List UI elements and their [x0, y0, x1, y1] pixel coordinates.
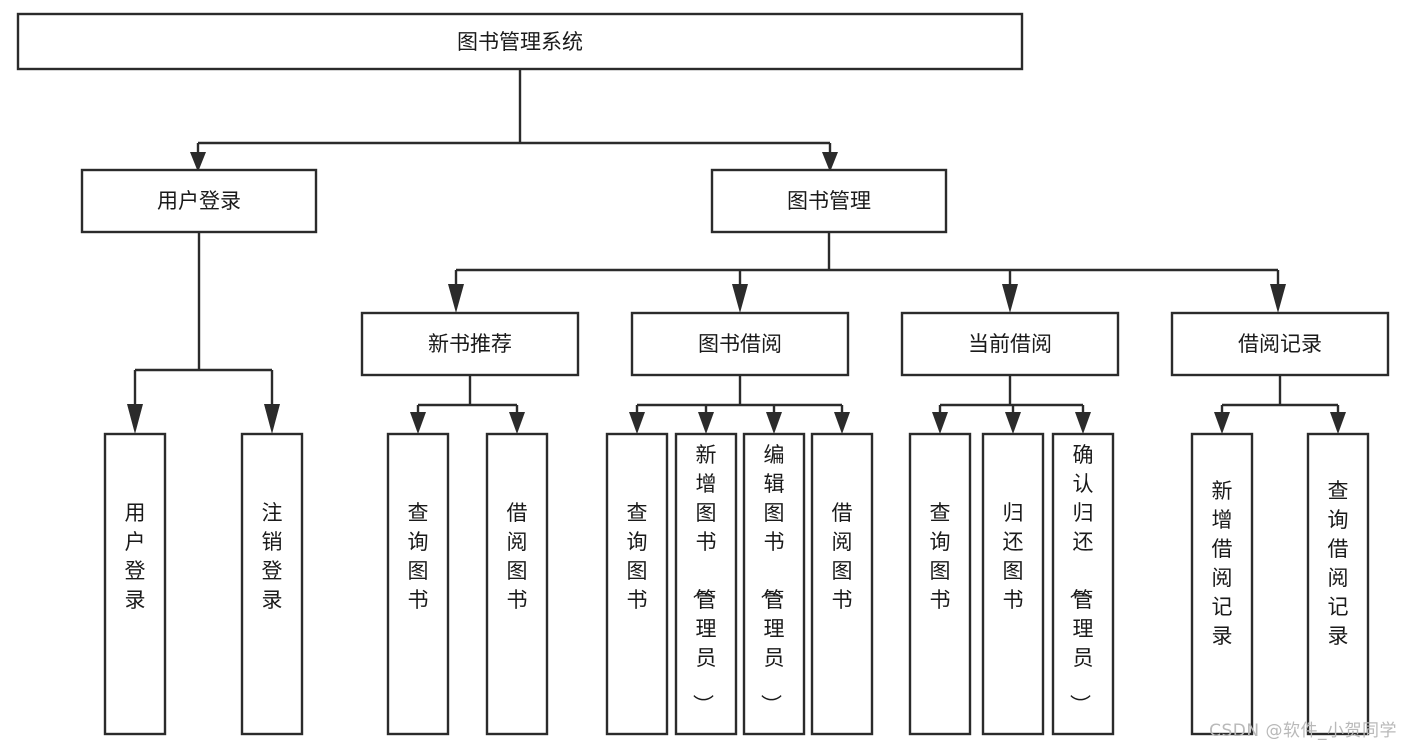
arrowhead-user-login — [190, 152, 206, 172]
node-leaf-logout-login-box[interactable] — [240, 432, 304, 736]
node-leaf-query-book-rec-label: 查询图书 — [408, 501, 429, 612]
node-leaf-confirm-return-label: 确认归还（管理员） — [1068, 443, 1094, 715]
arrowhead-leaf-borrow-book — [834, 412, 850, 434]
node-leaf-query-borrow-record-label: 查询借阅记录 — [1328, 479, 1349, 648]
node-leaf-borrow-book-rec[interactable]: 借阅图书 — [485, 432, 549, 736]
arrowhead-leaf-logout-login — [264, 404, 280, 434]
node-leaf-query-borrow-record-box[interactable] — [1306, 432, 1370, 736]
node-leaf-add-borrow-record[interactable]: 新增借阅记录 — [1190, 432, 1254, 736]
connector-book-borrow-to-leaves — [629, 375, 850, 434]
connector-new-book-recommend-to-leaves — [410, 375, 525, 434]
node-leaf-user-login-label: 用户登录 — [125, 501, 146, 612]
arrowhead-leaf-add-book — [698, 412, 714, 434]
node-borrow-record-label: 借阅记录 — [1238, 332, 1322, 356]
arrowhead-leaf-query-book-current — [932, 412, 948, 434]
csdn-watermark: CSDN @软件_小贺同学 — [1209, 721, 1397, 741]
node-leaf-return-book-box[interactable] — [981, 432, 1045, 736]
leaf-node-layer: 用户登录 注销登录 查询图书 借阅图书 查询图书 新增图书（管理员） — [103, 432, 1370, 736]
arrowhead-leaf-confirm-return — [1075, 412, 1091, 434]
node-leaf-query-book-rec[interactable]: 查询图书 — [386, 432, 450, 736]
node-leaf-edit-book-label: 编辑图书（管理员） — [759, 443, 785, 715]
node-new-book-recommend-box[interactable] — [360, 311, 580, 377]
node-leaf-borrow-book-rec-label: 借阅图书 — [507, 501, 528, 612]
node-leaf-add-book[interactable]: 新增图书（管理员） — [674, 432, 738, 736]
arrowhead-leaf-query-book-rec — [410, 412, 426, 434]
arrowhead-leaf-edit-book — [766, 412, 782, 434]
node-book-borrow-label: 图书借阅 — [698, 332, 782, 356]
node-new-book-recommend-label: 新书推荐 — [428, 332, 512, 356]
node-leaf-borrow-book-label: 借阅图书 — [832, 501, 853, 612]
node-leaf-confirm-return-box[interactable] — [1051, 432, 1115, 736]
node-leaf-add-book-label: 新增图书（管理员） — [691, 443, 717, 715]
arrowhead-leaf-add-borrow-record — [1214, 412, 1230, 434]
node-leaf-user-login[interactable]: 用户登录 — [103, 432, 167, 736]
node-borrow-record[interactable]: 借阅记录 — [1170, 311, 1390, 377]
node-leaf-add-borrow-record-label: 新增借阅记录 — [1212, 479, 1233, 648]
connector-borrow-record-to-leaves — [1214, 375, 1346, 434]
node-leaf-borrow-book[interactable]: 借阅图书 — [810, 432, 874, 736]
node-current-borrow-label: 当前借阅 — [968, 332, 1052, 356]
node-book-management[interactable]: 图书管理 — [710, 168, 948, 234]
arrowhead-borrow-record — [1270, 284, 1286, 313]
arrowhead-current-borrow — [1002, 284, 1018, 313]
node-user-login[interactable]: 用户登录 — [80, 168, 318, 234]
arrowhead-leaf-user-login — [127, 404, 143, 434]
node-book-borrow[interactable]: 图书借阅 — [630, 311, 850, 377]
arrowhead-book-borrow — [732, 284, 748, 313]
node-leaf-query-book-rec-box[interactable] — [386, 432, 450, 736]
arrowhead-book-management — [822, 152, 838, 172]
node-leaf-query-borrow-record[interactable]: 查询借阅记录 — [1306, 432, 1370, 736]
node-leaf-query-book-current-label: 查询图书 — [930, 501, 951, 612]
node-leaf-edit-book-box[interactable] — [742, 432, 806, 736]
node-leaf-logout-login-label: 注销登录 — [262, 501, 283, 612]
node-user-login-label: 用户登录 — [157, 189, 241, 213]
connector-root-to-level2 — [190, 69, 838, 172]
node-leaf-edit-book[interactable]: 编辑图书（管理员） — [742, 432, 806, 736]
arrowhead-leaf-query-book-borrow — [629, 412, 645, 434]
node-new-book-recommend[interactable]: 新书推荐 — [360, 311, 580, 377]
node-leaf-query-book-current[interactable]: 查询图书 — [908, 432, 972, 736]
arrowhead-leaf-return-book — [1005, 412, 1021, 434]
node-current-borrow-box[interactable] — [900, 311, 1120, 377]
connector-layer — [127, 69, 1346, 434]
node-leaf-user-login-box[interactable] — [103, 432, 167, 736]
arrowhead-leaf-borrow-book-rec — [509, 412, 525, 434]
node-borrow-record-box[interactable] — [1170, 311, 1390, 377]
node-root-box[interactable] — [16, 12, 1024, 71]
node-leaf-query-book-borrow-box[interactable] — [605, 432, 669, 736]
node-book-borrow-box[interactable] — [630, 311, 850, 377]
node-user-login-box[interactable] — [80, 168, 318, 234]
arrowhead-new-book-recommend — [448, 284, 464, 313]
node-book-management-box[interactable] — [710, 168, 948, 234]
connector-book-management-to-level3 — [448, 232, 1286, 313]
node-leaf-logout-login[interactable]: 注销登录 — [240, 432, 304, 736]
node-leaf-query-book-current-box[interactable] — [908, 432, 972, 736]
node-leaf-return-book-label: 归还图书 — [1003, 501, 1024, 612]
node-leaf-query-book-borrow[interactable]: 查询图书 — [605, 432, 669, 736]
node-leaf-confirm-return[interactable]: 确认归还（管理员） — [1051, 432, 1115, 736]
node-leaf-return-book[interactable]: 归还图书 — [981, 432, 1045, 736]
node-book-management-label: 图书管理 — [787, 189, 871, 213]
node-leaf-add-borrow-record-box[interactable] — [1190, 432, 1254, 736]
node-leaf-borrow-book-box[interactable] — [810, 432, 874, 736]
connector-current-borrow-to-leaves — [932, 375, 1091, 434]
node-root-label: 图书管理系统 — [457, 30, 583, 54]
node-current-borrow[interactable]: 当前借阅 — [900, 311, 1120, 377]
node-leaf-add-book-box[interactable] — [674, 432, 738, 736]
connector-user-login-to-leaves — [127, 232, 280, 434]
node-leaf-borrow-book-rec-box[interactable] — [485, 432, 549, 736]
node-root[interactable]: 图书管理系统 — [16, 12, 1024, 71]
node-leaf-query-book-borrow-label: 查询图书 — [627, 501, 648, 612]
arrowhead-leaf-query-borrow-record — [1330, 412, 1346, 434]
